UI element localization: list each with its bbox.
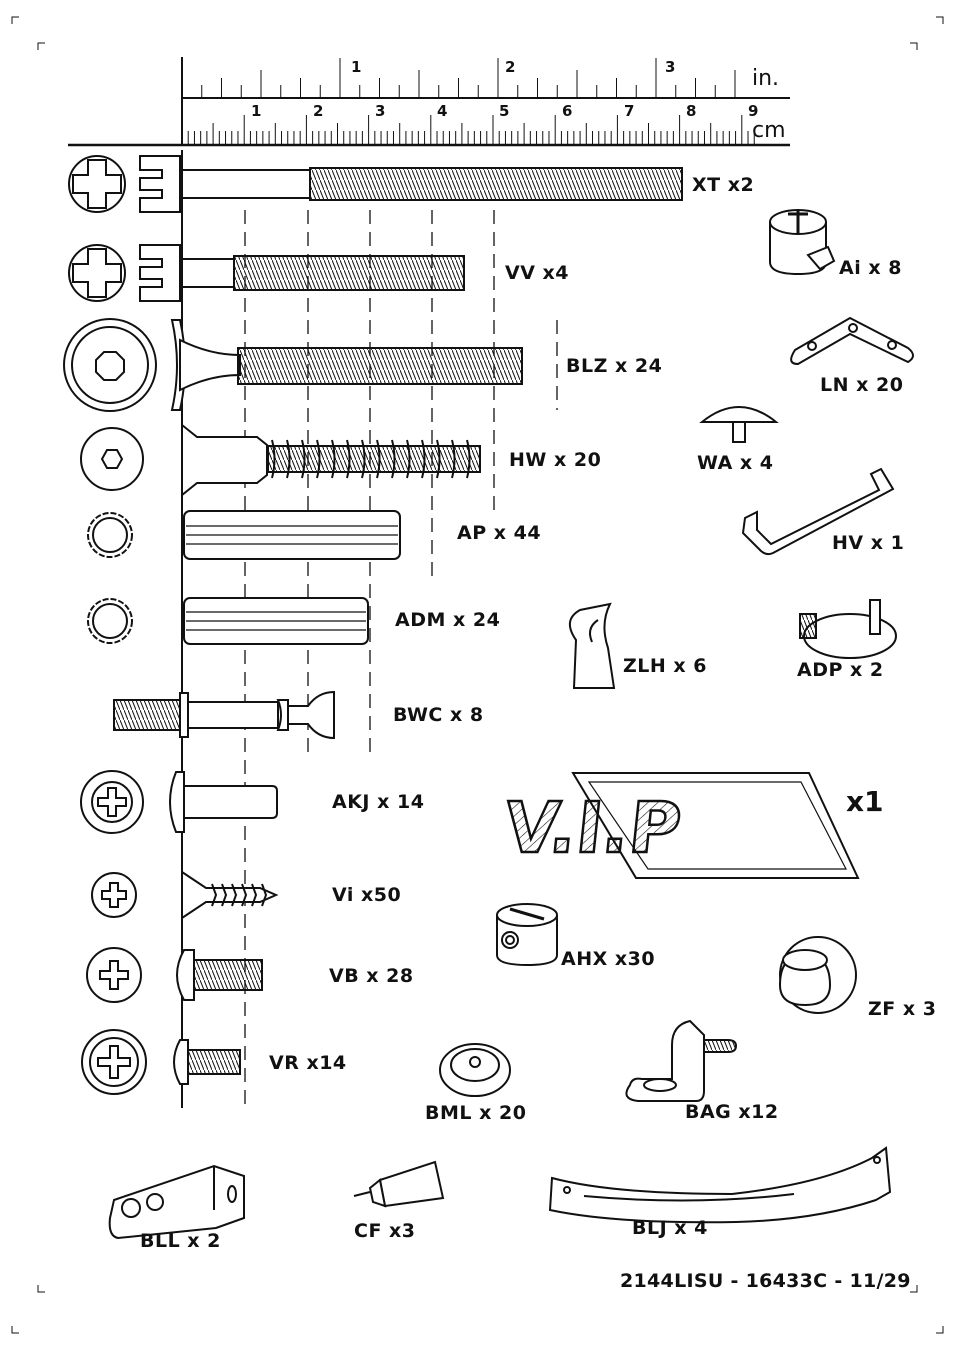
bml-cap (439, 1043, 511, 1097)
label-vi: Vi x50 (332, 884, 402, 906)
inch-mark-3: 3 (665, 58, 676, 76)
bag-support (625, 1019, 738, 1102)
cm-mark-4: 4 (437, 102, 448, 120)
measuring-ruler (68, 57, 790, 147)
blj-rail (548, 1146, 892, 1224)
xt-screw (68, 155, 683, 213)
inch-unit-label: in. (752, 66, 780, 91)
label-ai: Ai x 8 (839, 257, 902, 279)
label-bag: BAG x12 (685, 1101, 779, 1123)
cm-mark-2: 2 (313, 102, 324, 120)
bll-bracket (108, 1164, 245, 1240)
cf-tube (353, 1160, 445, 1208)
ai-cam-lock (769, 209, 836, 276)
inch-mark-2: 2 (505, 58, 516, 76)
hv-hex-key (741, 467, 895, 556)
vip-plate: V.I.P (499, 772, 860, 879)
bwc-connector (113, 690, 335, 740)
ap-dowel (87, 510, 401, 560)
cm-mark-5: 5 (499, 102, 510, 120)
zf-cup (778, 936, 857, 1014)
label-vr: VR x14 (269, 1052, 347, 1074)
vip-plate-text: V.I.P (501, 787, 685, 869)
akj-screw (80, 770, 278, 834)
vi-screw (91, 870, 279, 920)
adp-plate (799, 599, 897, 659)
label-ln: LN x 20 (820, 374, 904, 396)
label-adp: ADP x 2 (797, 659, 884, 681)
cm-mark-9: 9 (748, 102, 759, 120)
cm-mark-7: 7 (624, 102, 635, 120)
crop-marks (11, 16, 944, 1334)
label-bwc: BWC x 8 (393, 704, 484, 726)
label-vip-qty: x1 (846, 785, 884, 818)
label-ap: AP x 44 (457, 522, 542, 544)
cm-mark-1: 1 (251, 102, 262, 120)
label-vb: VB x 28 (329, 965, 414, 987)
label-cf: CF x3 (354, 1220, 416, 1242)
label-xt: XT x2 (692, 174, 755, 196)
vv-screw (68, 244, 465, 302)
label-vv: VV x4 (505, 262, 569, 284)
page-footer: 2144LISU - 16433C - 11/29 (620, 1270, 911, 1292)
zlh-clip (569, 602, 616, 689)
hw-screw (80, 422, 481, 498)
label-zlh: ZLH x 6 (623, 655, 707, 677)
label-blz: BLZ x 24 (566, 355, 663, 377)
label-zf: ZF x 3 (868, 998, 937, 1020)
cm-unit-label: cm (752, 118, 786, 143)
ahx-cam-nut (496, 903, 558, 967)
blz-bolt (63, 318, 523, 412)
label-hv: HV x 1 (832, 532, 905, 554)
label-bll: BLL x 2 (140, 1230, 221, 1252)
cm-mark-8: 8 (686, 102, 697, 120)
measure-guides (244, 210, 558, 1108)
cm-mark-3: 3 (375, 102, 386, 120)
adm-dowel (87, 597, 369, 645)
ln-bracket (790, 316, 914, 366)
inch-mark-1: 1 (351, 58, 362, 76)
label-akj: AKJ x 14 (332, 791, 425, 813)
label-ahx: AHX x30 (561, 948, 656, 970)
label-bml: BML x 20 (425, 1102, 527, 1124)
cm-mark-6: 6 (562, 102, 573, 120)
wa-cap (699, 406, 779, 443)
label-blj: BLJ x 4 (632, 1217, 708, 1239)
label-hw: HW x 20 (509, 449, 602, 471)
label-adm: ADM x 24 (395, 609, 501, 631)
vb-screw (86, 947, 263, 1003)
vr-screw (81, 1029, 241, 1095)
label-wa: WA x 4 (697, 452, 774, 474)
